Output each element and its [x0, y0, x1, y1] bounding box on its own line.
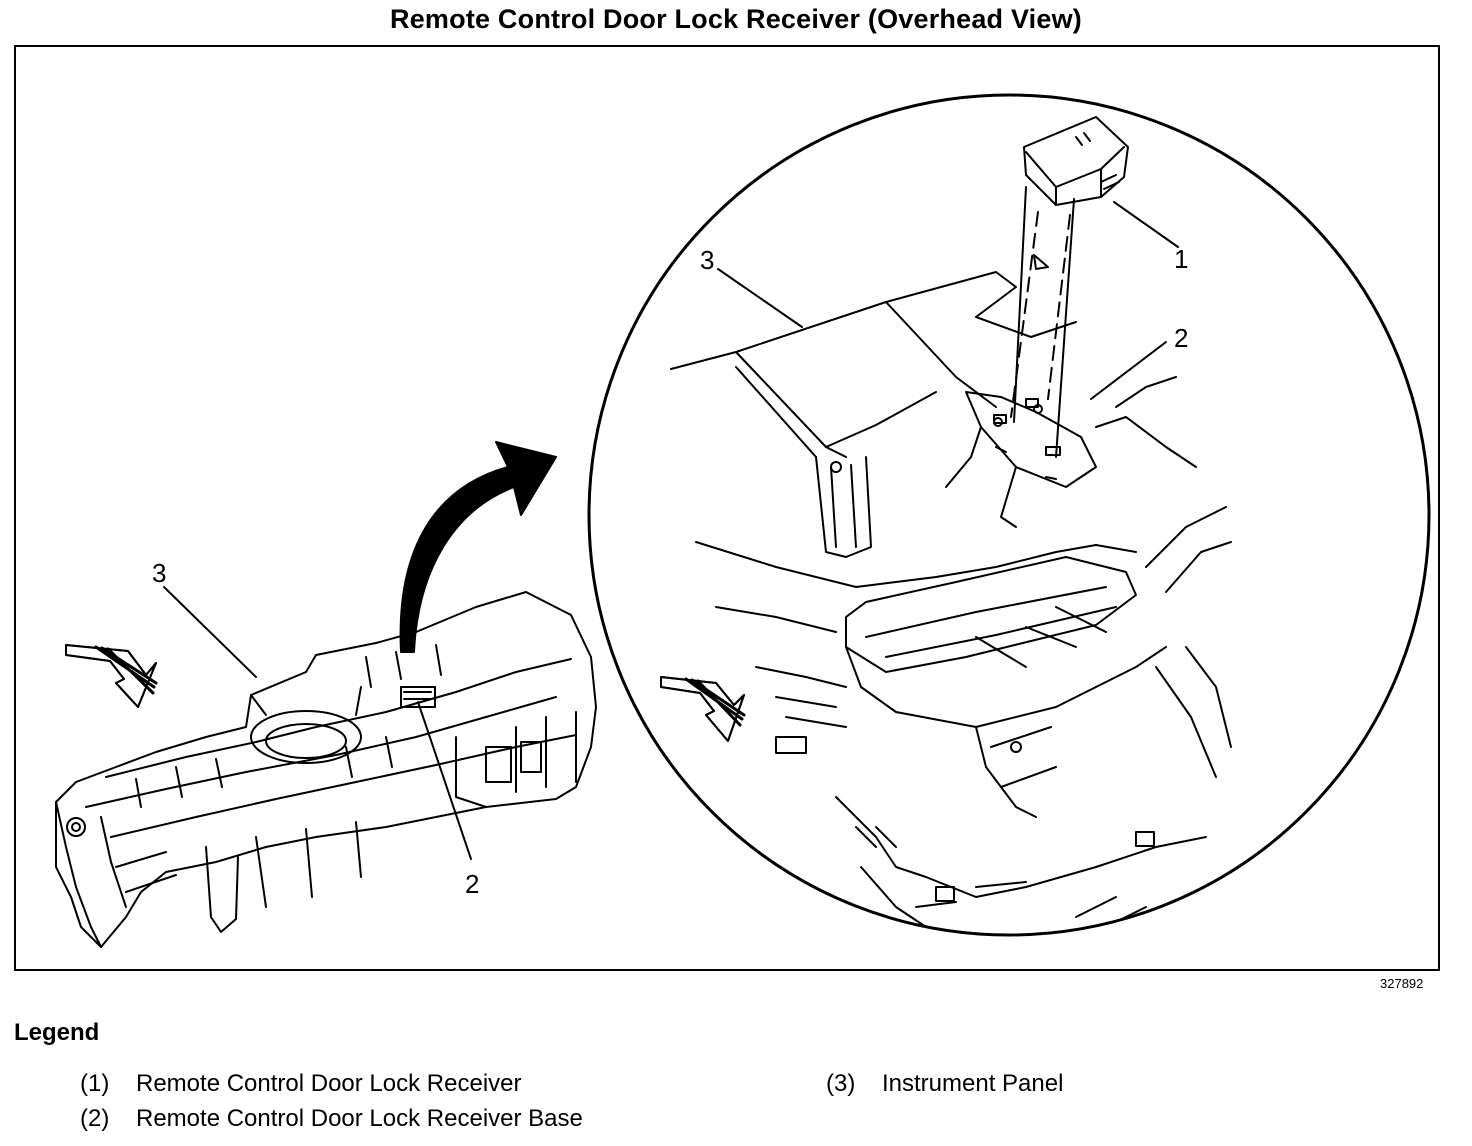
legend-item-number: (1) — [80, 1070, 110, 1097]
callout-left-3: 3 — [152, 558, 166, 588]
legend-item-2: (2) Remote Control Door Lock Receiver Bas… — [80, 1105, 583, 1133]
detail-front-direction-arrow — [660, 676, 746, 742]
front-direction-arrow — [65, 644, 158, 708]
detail-magnified-view — [587, 93, 1431, 937]
legend-item-3: (3) Instrument Panel — [826, 1070, 1063, 1098]
detail-curved-arrow — [399, 441, 557, 653]
legend-item-label: Remote Control Door Lock Receiver Base — [136, 1105, 583, 1132]
figure-drawing: 3 2 — [55, 93, 1431, 948]
diagram-title: Remote Control Door Lock Receiver (Overh… — [390, 4, 1082, 34]
legend-heading: Legend — [14, 1019, 100, 1046]
figure-frame: 3 2 — [14, 45, 1440, 971]
legend-item-label: Remote Control Door Lock Receiver — [136, 1070, 522, 1097]
instrument-panel-overview — [55, 591, 597, 948]
callout-detail-2: 2 — [1174, 323, 1188, 353]
legend-item-1: (1) Remote Control Door Lock Receiver — [80, 1070, 522, 1098]
leader-line-left-3 — [163, 586, 257, 678]
legend-item-label: Instrument Panel — [882, 1070, 1064, 1097]
callout-left-2: 2 — [465, 869, 479, 899]
leader-line-detail-2 — [1090, 341, 1167, 400]
leader-line-left-2 — [417, 701, 472, 860]
leader-line-detail-3 — [717, 268, 803, 328]
legend-item-number: (2) — [80, 1105, 110, 1132]
figure-number: 327892 — [1380, 976, 1424, 991]
callout-detail-1: 1 — [1174, 244, 1188, 274]
leader-line-detail-1 — [1113, 201, 1179, 248]
legend-item-number: (3) — [826, 1070, 856, 1097]
callout-detail-3: 3 — [700, 245, 714, 275]
